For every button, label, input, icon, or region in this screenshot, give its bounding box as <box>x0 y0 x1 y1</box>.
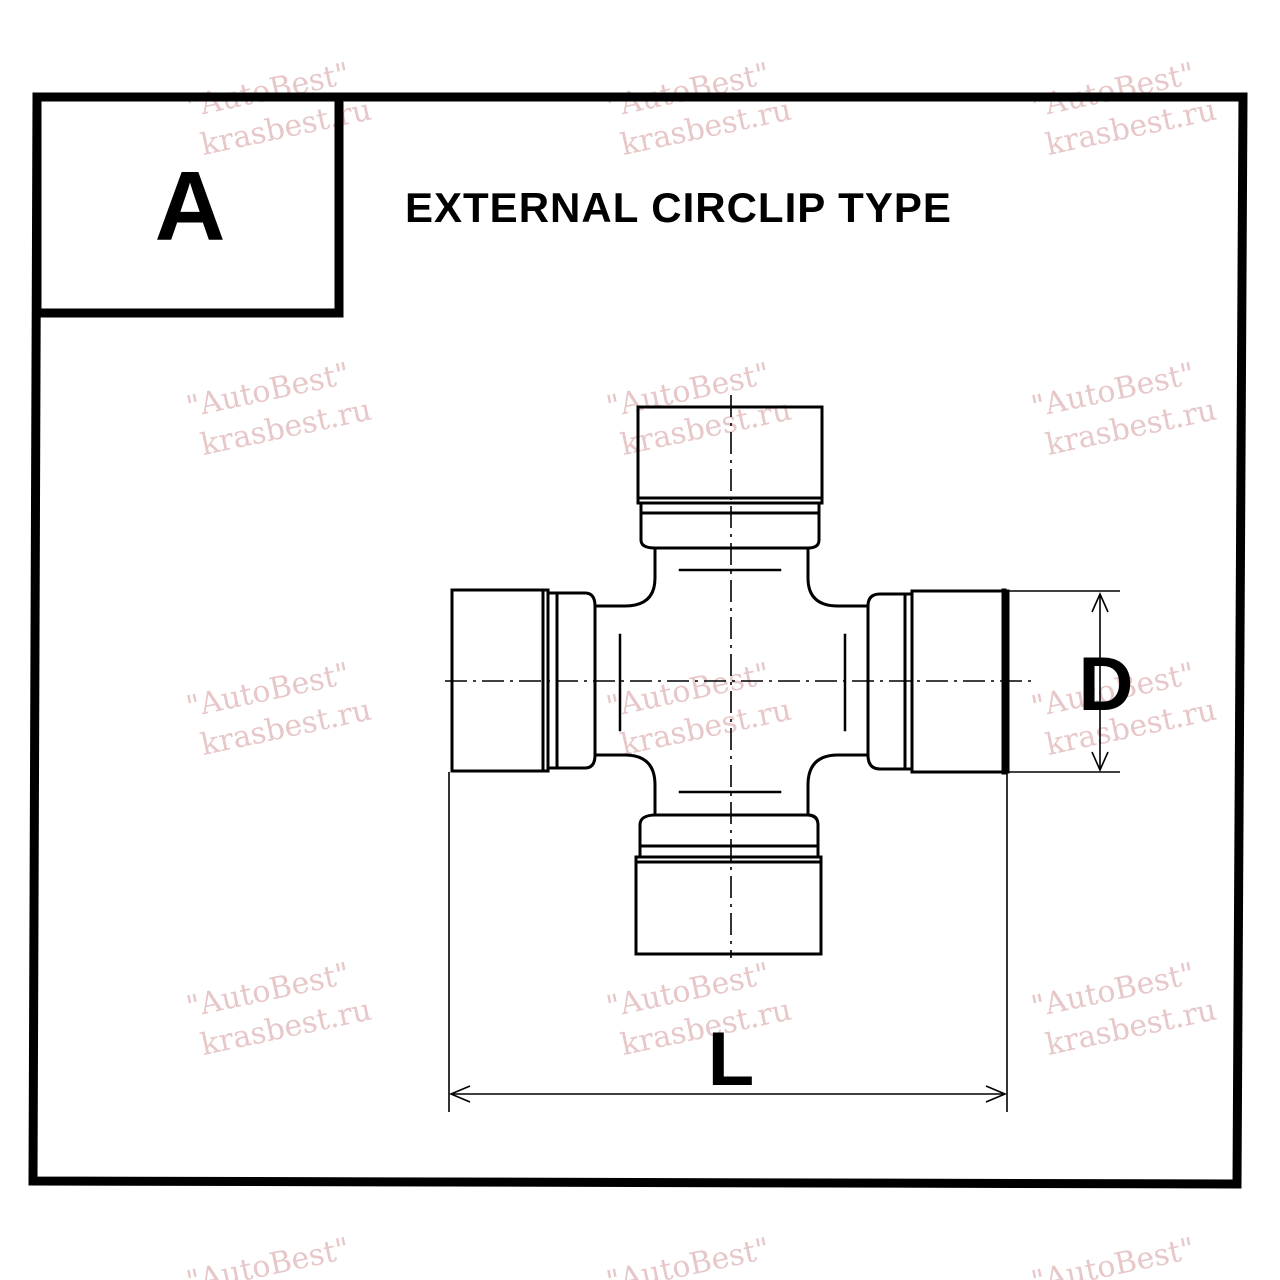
letter-box <box>32 92 344 318</box>
watermark-line1: "AutoBest" <box>1028 1231 1198 1280</box>
top-bearing-cup <box>636 405 824 550</box>
bottom-bearing-cup <box>634 813 823 956</box>
diameter-label: D <box>1079 642 1134 727</box>
diagram-title: EXTERNAL CIRCLIP TYPE <box>405 184 952 231</box>
center-lines <box>445 395 1035 958</box>
watermark-line1: "AutoBest" <box>603 1231 773 1280</box>
panel-letter: A <box>155 151 226 261</box>
length-label: L <box>708 1017 754 1102</box>
length-dimension <box>448 772 1008 1112</box>
outer-frame <box>28 92 1248 1189</box>
diameter-dimension <box>1008 590 1120 773</box>
watermark-line1: "AutoBest" <box>183 1231 353 1280</box>
